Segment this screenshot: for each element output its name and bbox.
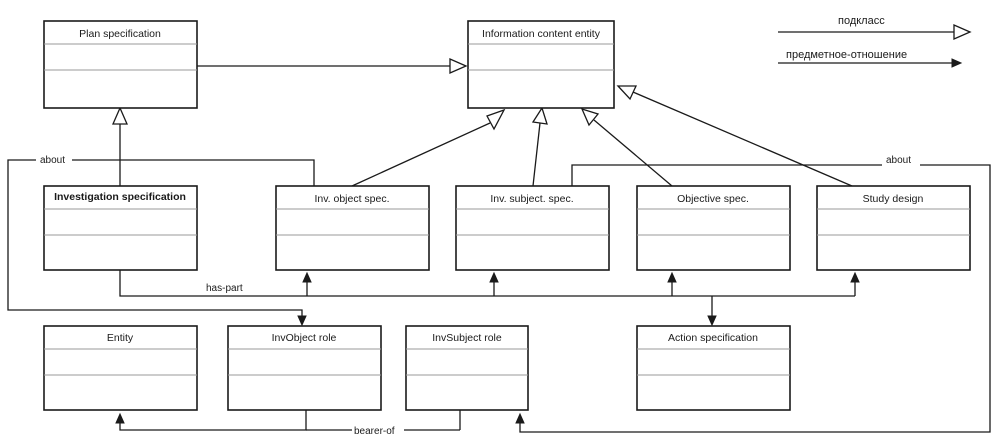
class-entity[interactable]: Entity bbox=[43, 325, 198, 411]
label-has-part: has-part bbox=[206, 283, 243, 294]
class-action-specification[interactable]: Action specification bbox=[636, 325, 791, 411]
legend-relation-label: предметное-отношение bbox=[786, 49, 907, 61]
legend-subclass-arrow-icon bbox=[953, 24, 972, 40]
class-inv-object-spec[interactable]: Inv. object spec. bbox=[275, 185, 430, 271]
class-title: InvSubject role bbox=[432, 332, 502, 344]
legend: подкласс предметное-отношение bbox=[778, 15, 972, 68]
class-title: Inv. subject. spec. bbox=[490, 193, 573, 205]
edge-about-right bbox=[515, 164, 991, 433]
class-inv-subject-spec[interactable]: Inv. subject. spec. bbox=[455, 185, 610, 271]
class-invobject-role[interactable]: InvObject role bbox=[227, 325, 382, 411]
label-about-left: about bbox=[40, 155, 65, 166]
edge-invsubject-to-ice bbox=[531, 106, 548, 187]
edge-studydesign-to-ice bbox=[616, 85, 853, 187]
edge-plan-to-ice bbox=[197, 58, 468, 74]
legend-relation-arrow-icon bbox=[951, 58, 963, 68]
label-about-right: about bbox=[886, 155, 911, 166]
edge-about-left bbox=[7, 159, 315, 327]
class-title: Entity bbox=[107, 332, 134, 344]
class-title: Plan specification bbox=[79, 28, 161, 40]
class-title: Information content entity bbox=[482, 28, 601, 40]
edge-has-part bbox=[119, 270, 860, 327]
edge-investigation-to-plan bbox=[112, 106, 128, 186]
class-information-content-entity[interactable]: Information content entity bbox=[467, 20, 615, 109]
class-study-design[interactable]: Study design bbox=[816, 185, 971, 271]
legend-subclass-label: подкласс bbox=[838, 15, 885, 27]
edge-objective-to-ice bbox=[580, 107, 673, 187]
class-title: Inv. object spec. bbox=[314, 193, 389, 205]
class-title: Investigation specification bbox=[54, 191, 186, 203]
class-title: InvObject role bbox=[272, 332, 337, 344]
edge-bearer-of bbox=[115, 410, 461, 431]
class-title: Action specification bbox=[668, 332, 758, 344]
edge-invobject-to-ice bbox=[351, 108, 506, 187]
class-title: Objective spec. bbox=[677, 193, 749, 205]
class-objective-spec[interactable]: Objective spec. bbox=[636, 185, 791, 271]
class-plan-specification[interactable]: Plan specification bbox=[43, 20, 198, 109]
class-title: Study design bbox=[863, 193, 924, 205]
class-investigation-specification[interactable]: Investigation specification bbox=[43, 185, 198, 271]
label-bearer-of: bearer-of bbox=[354, 426, 395, 437]
class-invsubject-role[interactable]: InvSubject role bbox=[405, 325, 529, 411]
